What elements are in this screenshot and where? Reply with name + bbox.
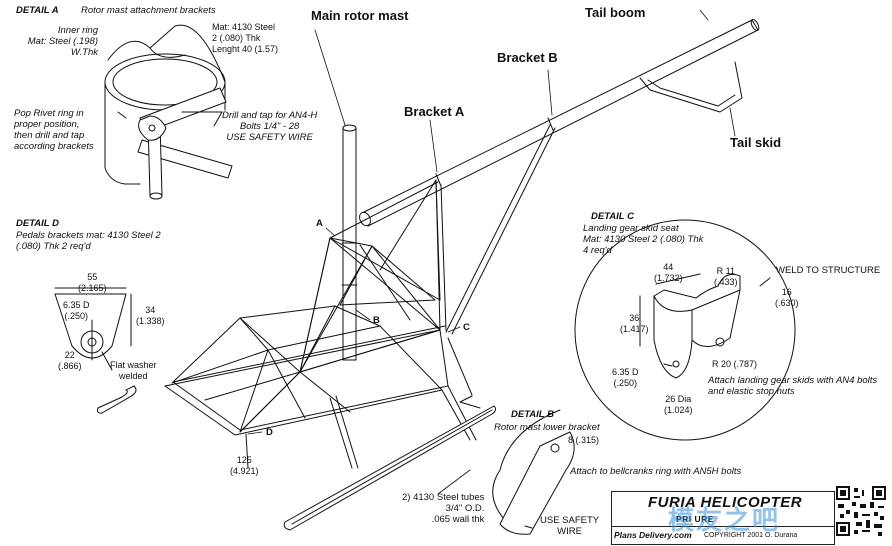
detail-a-drill-note: Drill and tap for AN4-H Bolts 1/4" - 28 …	[222, 110, 318, 143]
detail-c-attach: Attach landing gear skids with AN4 bolts…	[708, 375, 878, 397]
leader-lines	[247, 9, 736, 495]
detail-d-dim-dia: 22 (.866)	[58, 350, 82, 371]
detail-c-dim-26: 26 Dia (1.024)	[664, 394, 693, 415]
title-subtitle: PRI URE	[676, 514, 714, 524]
detached-tube-piece	[97, 385, 137, 414]
detail-d-dim-width: 55 (2.165)	[78, 272, 107, 293]
tail-skid	[639, 61, 743, 113]
main-rotor-mast	[341, 124, 358, 361]
detail-d-caption: Pedals brackets mat: 4130 Steel 2 (.080)…	[16, 230, 161, 252]
detail-a-drawing	[104, 24, 233, 200]
detail-b-title: DETAIL B	[511, 409, 554, 420]
label-point-a: A	[316, 218, 323, 229]
label-point-c: C	[463, 322, 470, 333]
title-website: Plans Delivery.com	[614, 530, 692, 540]
detail-b-safety: USE SAFETY WIRE	[540, 515, 600, 537]
detail-d-dim-hole: 6.35 D (.250)	[63, 300, 90, 321]
tubes-note: 2) 4130 Steel tubes 3/4" O.D. .065 wall …	[402, 492, 485, 525]
detail-b-dim-8: 8 (.315)	[568, 435, 600, 445]
detail-d-title: DETAIL D	[16, 218, 59, 229]
detail-a-material: Mat: 4130 Steel 2 (.080) Thk Lenght 40 (…	[212, 22, 279, 54]
detail-a-caption: Rotor mast attachment brackets	[81, 5, 216, 16]
detail-c-caption: Landing gear skid seat Mat: 4130 Steel 2…	[583, 223, 704, 256]
fuselage-frame	[164, 124, 556, 469]
tail-boom-tube	[359, 18, 760, 227]
title-copyright: COPYRIGHT 2001 O. Durana	[704, 532, 798, 539]
landing-skid-right	[459, 395, 481, 409]
label-tail-boom: Tail boom	[585, 5, 646, 20]
detail-c-dim-r11: R 11 (.433)	[714, 266, 738, 287]
title-block: FURIA HELICOPTER PRI URE Plans Delivery.…	[611, 491, 835, 545]
detail-b-attach: Attach to bellcranks ring with AN5H bolt…	[570, 466, 742, 477]
qr-code-icon	[836, 486, 886, 536]
detail-c-dim-r20: R 20 (.787)	[712, 359, 758, 369]
detail-d-washer: Flat washer welded	[110, 360, 157, 381]
detail-c-dim-36: 36 (1.417)	[620, 313, 649, 334]
title-divider	[612, 526, 834, 527]
label-point-d: D	[266, 427, 273, 438]
detail-c-dim-635: 6.35 D (.250)	[612, 367, 639, 388]
watermark-text: 模友之吧	[668, 505, 781, 535]
detail-c-dim-44: 44 (1.732)	[654, 262, 683, 283]
detail-d-dim-125: 125 (4.921)	[230, 455, 259, 476]
detail-c-weld: WELD TO STRUCTURE	[776, 265, 881, 276]
label-bracket-b: Bracket B	[497, 50, 558, 65]
detail-c-drawing	[574, 219, 796, 441]
label-main-rotor-mast: Main rotor mast	[311, 8, 409, 23]
label-tail-skid: Tail skid	[730, 135, 782, 150]
detail-c-dim-16: 16 (.630)	[775, 287, 799, 308]
landing-skid-left	[283, 405, 497, 531]
detail-d-dim-height: 34 (1.338)	[136, 305, 165, 326]
detail-a-inner-ring: Inner ring Mat: Steel (.198) W.Thk	[27, 25, 98, 58]
detail-b-caption: Rotor mast lower bracket	[494, 422, 600, 433]
detail-a-title: DETAIL A	[16, 5, 59, 16]
detail-c-title: DETAIL C	[591, 211, 634, 222]
label-point-b: B	[373, 315, 380, 326]
detail-b-drawing	[492, 409, 575, 535]
title-brand: FURIA HELICOPTER	[648, 494, 803, 511]
label-bracket-a: Bracket A	[404, 104, 465, 119]
detail-d-drawing	[54, 287, 132, 371]
detail-a-pop-rivet: Pop Rivet ring in proper position, then …	[14, 108, 94, 152]
